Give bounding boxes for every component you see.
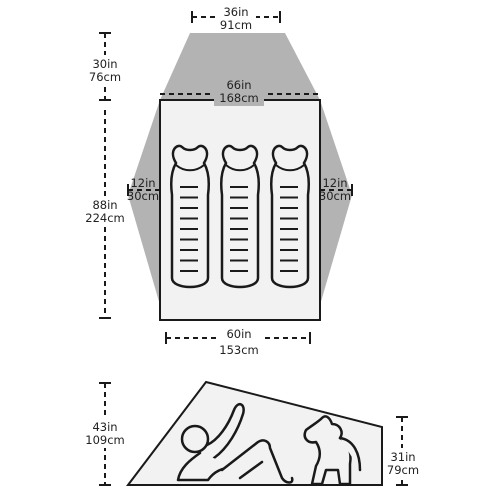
top-vestibule-cm: 91cm — [220, 18, 252, 32]
foot-height-in: 31in — [390, 450, 415, 464]
dim-floor-length: 88in 224cm — [82, 110, 128, 319]
vestibule-depth-cm: 76cm — [89, 70, 121, 84]
head-width-cm: 168cm — [219, 91, 258, 105]
dim-left-side: 12in 30cm — [127, 176, 160, 203]
dim-top-vestibule: 36in 91cm — [191, 5, 281, 32]
floor-plan: 36in 91cm 66in 168cm 30in 76cm 88in 224c… — [82, 5, 353, 358]
sleeping-bag — [219, 144, 261, 289]
foot-width-cm: 153cm — [219, 343, 258, 357]
peak-height-cm: 109cm — [85, 433, 124, 447]
head-width-in: 66in — [226, 78, 251, 92]
dim-foot-width: 60in 153cm — [165, 327, 311, 358]
dim-peak-height: 43in 109cm — [80, 382, 130, 486]
dim-head-width: 66in 168cm — [160, 76, 320, 106]
dim-vestibule-depth: 30in 76cm — [86, 32, 124, 101]
vestibule-depth-in: 30in — [92, 57, 117, 71]
dog-figure — [303, 415, 362, 486]
foot-width-in: 60in — [226, 327, 251, 341]
right-side-cm: 30cm — [319, 189, 351, 203]
sleeping-bag — [269, 144, 311, 289]
floor-length-in: 88in — [92, 198, 117, 212]
peak-height-in: 43in — [92, 420, 117, 434]
floor-length-cm: 224cm — [85, 211, 124, 225]
sleeping-bag — [169, 144, 211, 289]
right-side-in: 12in — [322, 176, 347, 190]
foot-height-cm: 79cm — [387, 463, 419, 477]
dim-right-side: 12in 30cm — [319, 176, 353, 203]
person-figure — [176, 402, 294, 484]
dim-foot-height: 31in 79cm — [384, 416, 422, 486]
top-vestibule-in: 36in — [223, 5, 248, 19]
left-side-cm: 30cm — [127, 189, 159, 203]
left-side-in: 12in — [130, 176, 155, 190]
sleeping-bags — [169, 144, 311, 289]
side-profile: 43in 109cm 31in 79cm — [80, 380, 422, 486]
